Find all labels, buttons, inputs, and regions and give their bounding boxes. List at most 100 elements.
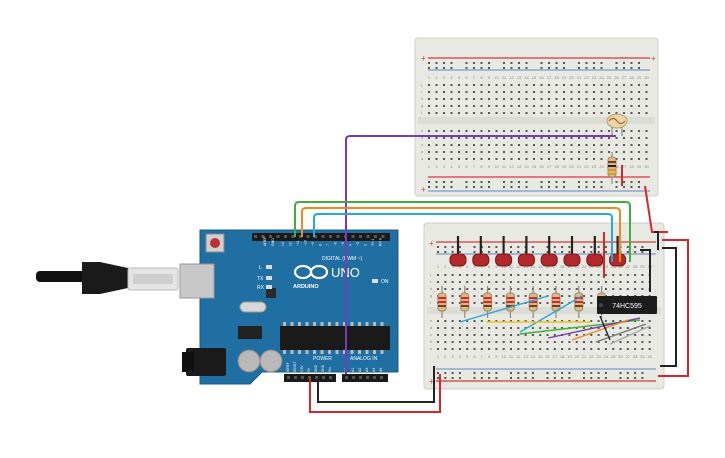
breadboard-hole[interactable]	[600, 144, 603, 146]
breadboard-hole[interactable]	[555, 105, 558, 107]
breadboard-hole[interactable]	[563, 144, 565, 146]
rail-hole[interactable]	[593, 67, 595, 69]
breadboard-hole[interactable]	[488, 281, 491, 283]
breadboard-hole[interactable]	[533, 151, 535, 153]
breadboard-hole[interactable]	[495, 158, 498, 160]
breadboard-hole[interactable]	[604, 320, 607, 322]
breadboard-hole[interactable]	[619, 281, 622, 283]
breadboard-hole[interactable]	[495, 288, 498, 290]
rail-hole[interactable]	[488, 67, 490, 69]
breadboard-hole[interactable]	[585, 144, 588, 146]
breadboard-hole[interactable]	[518, 144, 520, 146]
breadboard-hole[interactable]	[608, 98, 610, 100]
breadboard-hole[interactable]	[524, 288, 527, 290]
breadboard-hole[interactable]	[443, 144, 445, 146]
rail-hole[interactable]	[518, 181, 520, 183]
breadboard-hole[interactable]	[450, 105, 453, 107]
header-hole[interactable]	[261, 235, 265, 238]
wires[interactable]	[294, 135, 689, 413]
breadboard-hole[interactable]	[604, 288, 607, 290]
breadboard-hole[interactable]	[495, 334, 498, 336]
rail-hole[interactable]	[578, 67, 580, 69]
breadboard-hole[interactable]	[465, 84, 468, 86]
rail-hole[interactable]	[524, 372, 527, 374]
breadboard-hole[interactable]	[546, 348, 549, 350]
rail-hole[interactable]	[593, 186, 595, 188]
header-hole[interactable]	[345, 376, 348, 379]
breadboard-hole[interactable]	[437, 274, 439, 276]
breadboard-hole[interactable]	[575, 341, 578, 343]
breadboard-hole[interactable]	[593, 144, 595, 146]
header-hole[interactable]	[322, 376, 325, 379]
breadboard-hole[interactable]	[473, 91, 475, 93]
breadboard-hole[interactable]	[458, 274, 461, 276]
rail-hole[interactable]	[444, 372, 447, 374]
header-hole[interactable]	[308, 376, 311, 379]
breadboard-hole[interactable]	[548, 91, 550, 93]
breadboard-hole[interactable]	[488, 105, 490, 107]
rail-hole[interactable]	[604, 372, 607, 374]
rail-hole[interactable]	[638, 62, 640, 64]
breadboard-hole[interactable]	[473, 98, 475, 100]
rail-hole[interactable]	[604, 377, 607, 379]
rail-hole[interactable]	[546, 251, 549, 253]
breadboard-hole[interactable]	[555, 158, 558, 160]
breadboard-hole[interactable]	[590, 281, 593, 283]
rail-hole[interactable]	[510, 62, 513, 64]
breadboard-hole[interactable]	[465, 144, 468, 146]
rail-hole[interactable]	[555, 67, 558, 69]
breadboard-hole[interactable]	[608, 137, 610, 139]
breadboard-hole[interactable]	[638, 105, 640, 107]
breadboard-hole[interactable]	[473, 137, 475, 139]
breadboard-hole[interactable]	[518, 112, 520, 114]
breadboard-hole[interactable]	[600, 158, 603, 160]
breadboard-hole[interactable]	[480, 98, 483, 100]
rail-hole[interactable]	[435, 62, 438, 64]
rail-hole[interactable]	[600, 62, 603, 64]
breadboard-hole[interactable]	[615, 144, 618, 146]
breadboard-hole[interactable]	[555, 112, 558, 114]
breadboard-hole[interactable]	[623, 84, 625, 86]
rail-hole[interactable]	[615, 62, 618, 64]
header-hole[interactable]	[366, 235, 370, 238]
rail-hole[interactable]	[488, 62, 490, 64]
breadboard-hole[interactable]	[435, 158, 438, 160]
breadboard-hole[interactable]	[458, 302, 461, 304]
breadboard-hole[interactable]	[563, 98, 565, 100]
breadboard-hole[interactable]	[435, 130, 438, 132]
rail-hole[interactable]	[641, 246, 644, 248]
breadboard-hole[interactable]	[428, 158, 430, 160]
breadboard-hole[interactable]	[495, 91, 498, 93]
breadboard-hole[interactable]	[443, 84, 445, 86]
rail-hole[interactable]	[480, 67, 483, 69]
breadboard-hole[interactable]	[510, 334, 512, 336]
breadboard-hole[interactable]	[517, 334, 520, 336]
rail-hole[interactable]	[615, 186, 618, 188]
breadboard-hole[interactable]	[568, 320, 571, 322]
breadboard-hole[interactable]	[593, 91, 595, 93]
rail-hole[interactable]	[590, 372, 593, 374]
breadboard-hole[interactable]	[593, 158, 595, 160]
header-hole[interactable]	[329, 376, 332, 379]
breadboard-hole[interactable]	[458, 151, 460, 153]
breadboard-hole[interactable]	[600, 112, 603, 114]
breadboard-hole[interactable]	[458, 334, 461, 336]
breadboard-hole[interactable]	[503, 84, 505, 86]
rail-hole[interactable]	[437, 372, 439, 374]
breadboard-hole[interactable]	[525, 151, 528, 153]
breadboard-hole[interactable]	[570, 91, 573, 93]
breadboard-hole[interactable]	[428, 112, 430, 114]
breadboard-hole[interactable]	[450, 112, 453, 114]
breadboard-hole[interactable]	[638, 84, 640, 86]
rail-hole[interactable]	[473, 377, 476, 379]
breadboard-hole[interactable]	[600, 91, 603, 93]
rail-hole[interactable]	[495, 251, 498, 253]
breadboard-hole[interactable]	[570, 112, 573, 114]
breadboard-hole[interactable]	[450, 98, 453, 100]
breadboard-hole[interactable]	[563, 151, 565, 153]
breadboard-hole[interactable]	[531, 334, 534, 336]
rail-hole[interactable]	[517, 377, 520, 379]
rail-hole[interactable]	[488, 186, 490, 188]
header-hole[interactable]	[373, 376, 376, 379]
breadboard-hole[interactable]	[638, 98, 640, 100]
